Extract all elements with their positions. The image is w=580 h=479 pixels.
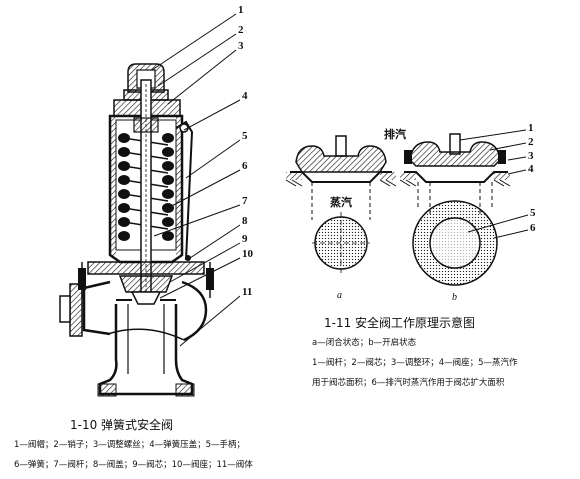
callout-left-2: 2 [238, 24, 244, 36]
callout-left-4: 4 [242, 90, 248, 102]
open-state-valve [400, 133, 510, 215]
left-figure-caption: 1-10 弹簧式安全阀 [70, 418, 174, 432]
callout-right-3: 3 [528, 150, 534, 162]
callout-left-10: 10 [242, 248, 253, 260]
left-leader-lines [151, 13, 241, 347]
callout-left-5: 5 [242, 130, 248, 142]
callout-right-5: 5 [530, 207, 536, 219]
callout-right-2: 2 [528, 136, 534, 148]
callout-left-7: 7 [242, 195, 248, 207]
steam-label: 蒸汽 [330, 196, 352, 209]
callout-right-1: 1 [528, 122, 534, 134]
valve-disc-seat [116, 275, 176, 305]
valve-stem [133, 79, 159, 301]
callout-left-8: 8 [242, 215, 248, 227]
right-leader-lines [459, 129, 529, 239]
callout-left-6: 6 [242, 160, 248, 172]
sub-label-a: a [337, 290, 342, 301]
sub-label-b: b [452, 292, 457, 303]
right-legend-line-2: 用于阀芯面积；6—排汽时蒸汽作用于阀芯扩大面积 [312, 378, 505, 388]
right-legend-line-1: 1—阀杆；2—阀芯；3—调整环；4—阀座；5—蒸汽作 [312, 358, 518, 368]
left-legend-line-1: 1—阀帽；2—销子；3—调整螺丝；4—弹簧压盖；5—手柄； [14, 440, 246, 450]
callout-right-4: 4 [528, 163, 534, 175]
exhaust-label: 排汽 [384, 128, 406, 141]
valve-body [59, 280, 208, 397]
callout-left-3: 3 [238, 40, 244, 52]
right-figure-caption: 1-11 安全阀工作原理示意图 [324, 316, 476, 330]
closed-state-valve [286, 135, 396, 220]
left-legend-line-2: 6—弹簧；7—阀杆；8—阀盖；9—阀芯；10—阀座；11—阀体 [14, 460, 253, 470]
callout-left-9: 9 [242, 233, 248, 245]
callout-left-11: 11 [242, 286, 253, 298]
right-subcaption: a—闭合状态；b—开启状态 [312, 338, 417, 348]
valve-spring [118, 133, 174, 241]
callout-left-1: 1 [238, 4, 244, 16]
callout-right-6: 6 [530, 222, 536, 234]
